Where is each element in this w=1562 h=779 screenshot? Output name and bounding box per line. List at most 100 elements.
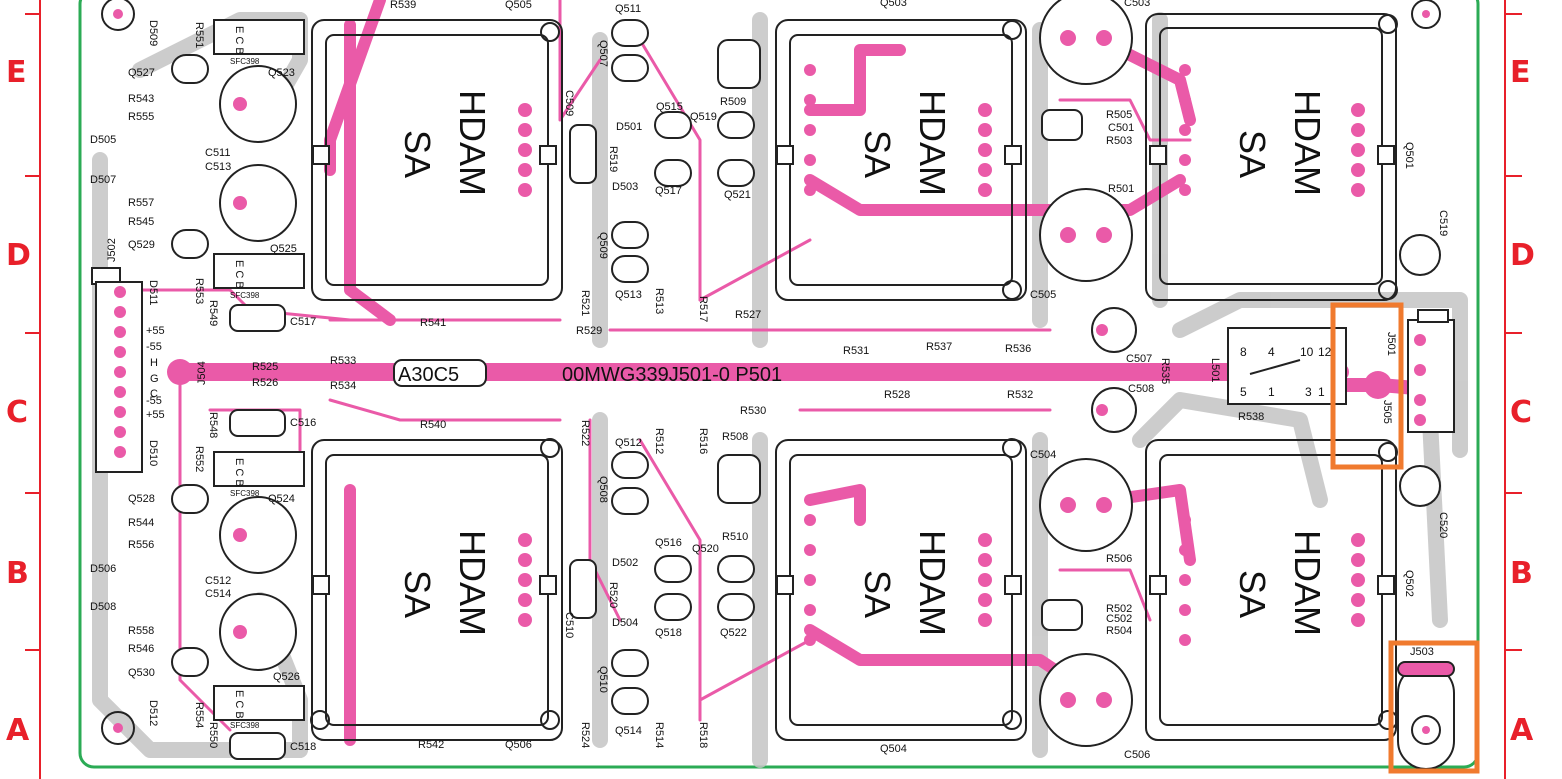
ref-c514: C514 [205,588,231,600]
pin-label-7: +55 [146,409,165,421]
ref-q512: Q512 [615,437,642,449]
ref-j503: J503 [1410,646,1434,658]
ref-j502: J502 [106,238,118,262]
ref-c505: C505 [1030,289,1056,301]
ref-q505: Q505 [505,0,532,11]
ref-q525: Q525 [270,243,297,255]
ref-r533: R533 [330,355,356,367]
pkg-sfc-4: SFC398 [230,721,260,730]
ref-r506: R506 [1106,553,1132,565]
ref-j504: J504 [196,361,208,385]
ref-r530: R530 [740,405,766,417]
ref-r519: R519 [607,146,619,172]
pin-label-3: H [150,357,158,369]
ref-r548: R548 [207,412,219,438]
ref-q507: Q507 [597,40,609,67]
ref-d504: D504 [612,617,638,629]
ref-c501: C501 [1108,122,1134,134]
hdam-module-2: HDAM SA [857,90,953,196]
row-label-d-left: D [6,238,31,273]
module-pads [344,64,1365,646]
package-markings: E C B E C B E C B E C B SFC398 SFC398 SF… [230,26,260,730]
ref-c510: C510 [563,612,575,638]
pin-label-5: C [150,388,158,400]
ref-r557: R557 [128,197,154,209]
ref-d501: D501 [616,121,642,133]
row-label-e-right: E [1510,55,1531,90]
pin-label-6: -55 [146,395,162,407]
pkg-q524: E C B [233,458,245,487]
highlight-j505-area [1330,302,1404,470]
ref-c508: C508 [1128,383,1154,395]
ref-c511: C511 [205,147,230,159]
ref-r525: R525 [252,361,278,373]
ref-c520: C520 [1437,512,1449,538]
ref-d503: D503 [612,181,638,193]
vertical-designators: J502 J504 D509 D511 D510 D512 R551 R553 … [106,0,1449,748]
ref-r539: R539 [390,0,416,11]
ref-r513: R513 [653,288,665,314]
ref-r545: R545 [128,216,154,228]
pkg-sfc-1: SFC398 [230,57,260,66]
row-label-d-right: D [1510,238,1535,273]
pin-label-1: +55 [146,325,165,337]
ref-r546: R546 [128,643,154,655]
hdam-text: HDAM [1287,530,1328,636]
ref-r540: R540 [420,419,446,431]
square-pads [312,145,1395,595]
sa-text: SA [397,130,438,178]
ref-c503: C503 [1124,0,1150,9]
ref-q529: Q529 [128,239,155,251]
relay-pin-4: 4 [1268,345,1275,359]
ref-q520: Q520 [692,543,719,555]
ref-q509: Q509 [597,232,609,259]
ref-d502: D502 [612,557,638,569]
connector-j502 [91,267,143,473]
ref-c518: C518 [290,741,316,753]
hdam-module-1: HDAM SA [397,90,493,196]
ref-c502: C502 [1106,613,1132,625]
ref-r532: R532 [1007,389,1033,401]
ref-r552: R552 [193,446,205,472]
ref-d507: D507 [90,174,116,186]
ref-q501: Q501 [1403,142,1415,169]
ref-r516: R516 [697,428,709,454]
hdam-module-6: HDAM SA [1232,530,1328,636]
ref-r520: R520 [607,582,619,608]
row-label-c-left: C [6,395,28,430]
ref-c513: C513 [205,161,231,173]
relay-pin-3: 3 [1305,385,1312,399]
ref-q515: Q515 [656,101,683,113]
capacitor-pads [167,30,1392,708]
ref-q524: Q524 [268,493,295,505]
row-label-e-left: E [6,55,27,90]
ref-q504: Q504 [880,743,907,755]
ref-q517: Q517 [655,185,682,197]
sa-text: SA [397,570,438,618]
relay-pin-5: 5 [1240,385,1247,399]
ref-r543: R543 [128,93,154,105]
hdam-text: HDAM [1287,90,1328,196]
row-labels-right: E D C B A [1510,55,1535,748]
frame-right [1504,0,1522,779]
ref-r536: R536 [1005,343,1031,355]
row-label-b-left: B [6,556,29,591]
pin-label-2: -55 [146,341,162,353]
ref-r527: R527 [735,309,761,321]
ref-r542: R542 [418,739,444,751]
ref-d512: D512 [147,700,159,726]
ref-r518: R518 [697,722,709,748]
ref-c504: C504 [1030,449,1056,461]
ref-q522: Q522 [720,627,747,639]
ref-r504: R504 [1106,625,1132,637]
highlight-j503-area [1388,640,1480,774]
ref-q526: Q526 [273,671,300,683]
power-pin-labels: +55 -55 H G C -55 +55 [146,325,165,421]
frame-left [25,0,41,779]
ref-c512: C512 [205,575,231,587]
relay-pin-8: 8 [1240,345,1247,359]
ref-r502: R502 [1106,603,1132,615]
ref-d510: D510 [147,440,159,466]
ref-r526: R526 [252,377,278,389]
